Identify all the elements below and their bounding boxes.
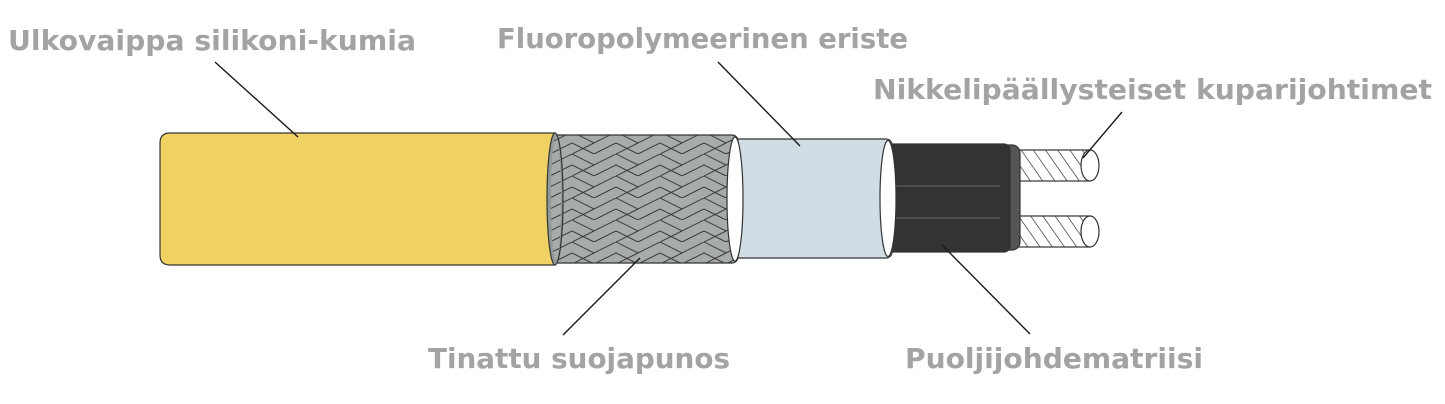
leader-line-insulation	[717, 61, 801, 147]
label-braid: Tinattu suojapunos	[428, 342, 730, 375]
leader-line-braid	[562, 257, 641, 336]
label-outer-jacket: Ulkovaippa silikoni-kumia	[8, 24, 416, 57]
copper-conductors	[999, 149, 1100, 248]
leader-line-matrix	[941, 244, 1031, 335]
label-conductors: Nikkelipäällysteiset kuparijohtimet	[873, 73, 1432, 106]
fluoropolymer-insulation	[731, 138, 897, 259]
label-matrix: Puoljijohdematriisi	[905, 342, 1203, 375]
semiconductive-matrix	[881, 143, 1021, 253]
silicone-jacket	[159, 132, 564, 266]
tinned-braid	[547, 134, 744, 264]
leader-line-conductors	[1082, 111, 1123, 159]
label-insulation: Fluoropolymeerinen eriste	[497, 22, 908, 55]
leader-line-jacket	[214, 61, 299, 138]
